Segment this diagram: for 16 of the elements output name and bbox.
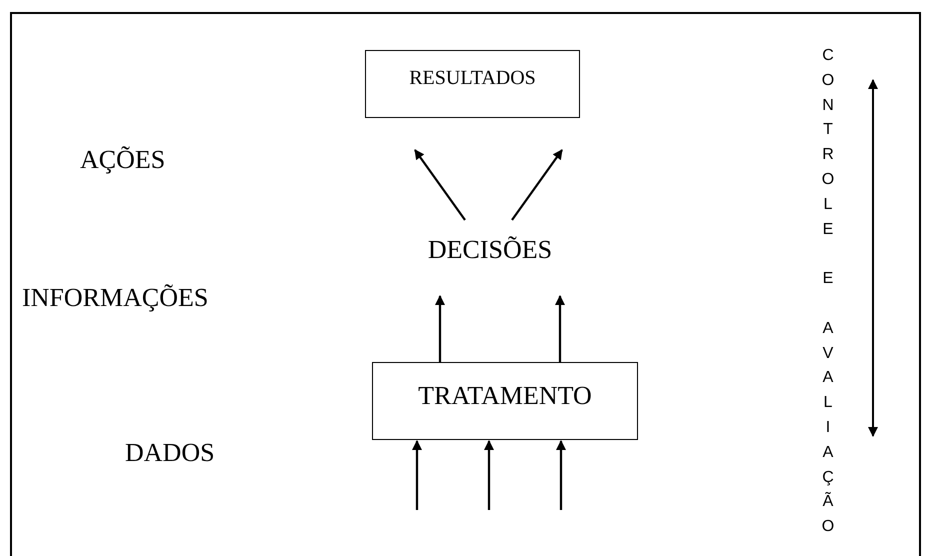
arrow: [511, 149, 563, 221]
arrow: [556, 440, 566, 510]
box-label: TRATAMENTO: [418, 381, 592, 411]
arrow: [555, 295, 565, 362]
side-label: AÇÕES: [80, 145, 166, 175]
vertical-label: CONTROLE E AVALIAÇÃO: [820, 46, 836, 538]
arrow: [414, 149, 466, 221]
arrow: [412, 440, 422, 510]
side-label: DADOS: [125, 438, 215, 468]
process-box: [365, 50, 580, 118]
node-text: DECISÕES: [420, 232, 560, 268]
box-label: RESULTADOS: [409, 66, 536, 90]
arrow: [435, 295, 445, 362]
process-box: [372, 362, 638, 440]
side-label: INFORMAÇÕES: [22, 283, 208, 313]
arrow: [484, 440, 494, 510]
